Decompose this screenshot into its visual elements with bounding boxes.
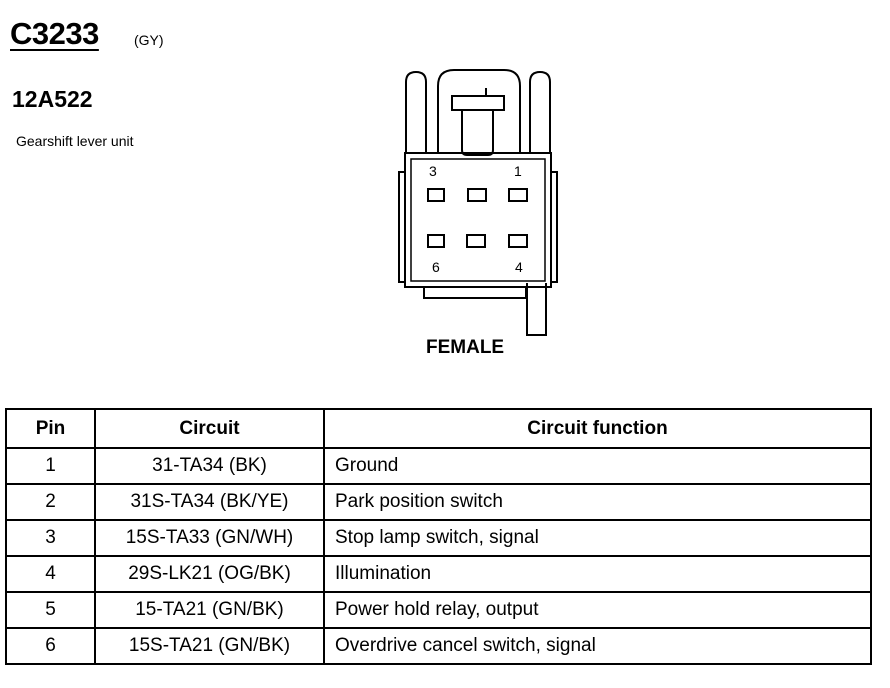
- connector-housing: [404, 152, 552, 288]
- cell-pin: 3: [5, 519, 96, 557]
- cell-function: Power hold relay, output: [323, 591, 872, 629]
- pin-cavity-3: [427, 188, 445, 202]
- lock-tab-head: [451, 95, 505, 111]
- wire-lead: [526, 283, 547, 336]
- table-row: 2 31S-TA34 (BK/YE) Park position switch: [5, 483, 872, 521]
- connector-id: C3233: [10, 16, 99, 51]
- connector-gender-label: FEMALE: [426, 337, 505, 358]
- cell-pin: 5: [5, 591, 96, 629]
- pin-label-6: 6: [432, 259, 440, 275]
- right-side-tab: [551, 171, 558, 283]
- connector-face-drawing: [398, 69, 558, 336]
- cell-circuit: 31-TA34 (BK): [94, 447, 325, 485]
- table-row: 5 15-TA21 (GN/BK) Power hold relay, outp…: [5, 591, 872, 629]
- table-header-row: Pin Circuit Circuit function: [5, 408, 872, 449]
- cell-circuit: 29S-LK21 (OG/BK): [94, 555, 325, 593]
- right-latch-arm: [529, 70, 551, 152]
- cell-function: Overdrive cancel switch, signal: [323, 627, 872, 665]
- cell-circuit: 15-TA21 (GN/BK): [94, 591, 325, 629]
- table-row: 4 29S-LK21 (OG/BK) Illumination: [5, 555, 872, 593]
- table-row: 6 15S-TA21 (GN/BK) Overdrive cancel swit…: [5, 627, 872, 665]
- table-row: 1 31-TA34 (BK) Ground: [5, 447, 872, 485]
- header-pin: Pin: [5, 408, 96, 449]
- pin-label-1: 1: [514, 163, 522, 179]
- cell-pin: 2: [5, 483, 96, 521]
- pin-cavity-6: [427, 234, 445, 248]
- component-name: Gearshift lever unit: [16, 133, 134, 149]
- pin-label-3: 3: [429, 163, 437, 179]
- table-row: 3 15S-TA33 (GN/WH) Stop lamp switch, sig…: [5, 519, 872, 557]
- pin-cavity-1: [508, 188, 528, 202]
- cell-circuit: 15S-TA33 (GN/WH): [94, 519, 325, 557]
- bottom-skirt: [423, 287, 527, 299]
- cell-pin: 6: [5, 627, 96, 665]
- cell-function: Stop lamp switch, signal: [323, 519, 872, 557]
- cell-circuit: 31S-TA34 (BK/YE): [94, 483, 325, 521]
- connector-inner-face: [410, 158, 546, 282]
- cell-function: Ground: [323, 447, 872, 485]
- part-number: 12A522: [12, 86, 93, 112]
- pin-cavity-5: [466, 234, 486, 248]
- pin-cavity-2: [467, 188, 487, 202]
- left-side-tab: [398, 171, 405, 283]
- cell-function: Illumination: [323, 555, 872, 593]
- left-latch-arm: [405, 70, 427, 152]
- cell-pin: 1: [5, 447, 96, 485]
- pin-label-4: 4: [515, 259, 523, 275]
- cell-function: Park position switch: [323, 483, 872, 521]
- pin-table: Pin Circuit Circuit function 1 31-TA34 (…: [5, 408, 872, 665]
- header-circuit: Circuit: [94, 408, 325, 449]
- pin-cavity-4: [508, 234, 528, 248]
- connector-color: (GY): [134, 32, 164, 48]
- header-circuit-function: Circuit function: [323, 408, 872, 449]
- cell-circuit: 15S-TA21 (GN/BK): [94, 627, 325, 665]
- cell-pin: 4: [5, 555, 96, 593]
- lock-tab-stem: [461, 110, 494, 156]
- top-latch-loop: [437, 69, 521, 152]
